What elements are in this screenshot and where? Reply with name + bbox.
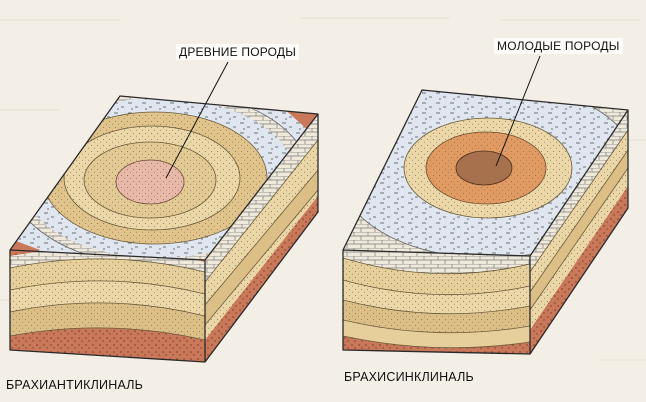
brachysyncline-block <box>342 89 629 355</box>
brachysyncline-caption: БРАХИСИНКЛИНАЛЬ <box>344 370 474 384</box>
ancient-rocks-label: ДРЕВНИЕ ПОРОДЫ <box>176 44 300 60</box>
leader-line-young-rocks <box>495 55 541 167</box>
young-rocks-label: МОЛОДЫЕ ПОРОДЫ <box>494 38 623 54</box>
brachyanticline-caption: БРАХИАНТИКЛИНАЛЬ <box>6 378 144 392</box>
brachysyncline-front-face <box>343 250 530 354</box>
brachyanticline-block <box>9 95 319 363</box>
leader-line-ancient-rocks <box>165 61 229 179</box>
brachyanticline-front-face <box>10 250 205 362</box>
